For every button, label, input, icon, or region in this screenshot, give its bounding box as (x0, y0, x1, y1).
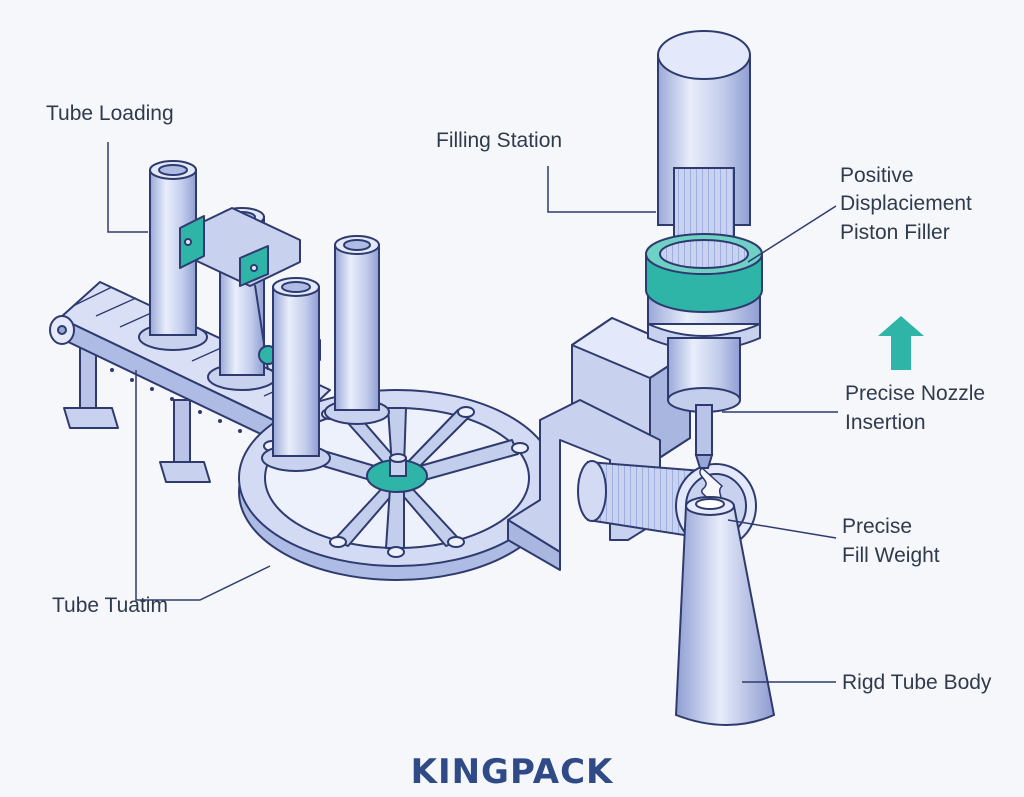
label-rigid-tube-body: Rigd Tube Body (842, 671, 992, 694)
rigid-tube (674, 496, 776, 726)
label-piston-filler-line2: Displaciement (840, 192, 972, 215)
label-filling-station: Filling Station (436, 129, 563, 152)
wheel-tubes (261, 235, 390, 472)
label-piston-filler-line3: Piston Filler (840, 221, 950, 244)
label-tube-rotation: Tube Tuatim (52, 594, 168, 617)
label-nozzle-insertion-line1: Precise Nozzle (845, 382, 986, 405)
label-piston-filler-line1: Positive (840, 164, 914, 187)
up-arrow-icon (878, 316, 924, 370)
piston-filler (645, 30, 763, 469)
brand-logo: KINGPACK (410, 752, 614, 792)
label-fill-weight-line2: Fill Weight (842, 544, 940, 567)
label-fill-weight-line1: Precise (842, 515, 913, 538)
label-nozzle-insertion-line2: Insertion (845, 411, 926, 434)
leader-lines (107, 142, 838, 683)
conveyor (49, 281, 331, 483)
label-tube-loading: Tube Loading (46, 102, 174, 125)
